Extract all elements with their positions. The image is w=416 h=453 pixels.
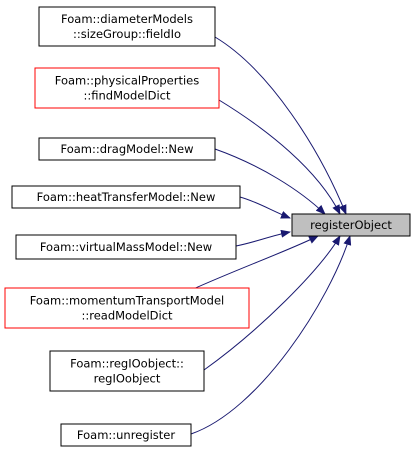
node-label-line: regIOobject	[94, 372, 161, 386]
node-label: registerObject	[310, 218, 392, 232]
edge-1	[214, 36, 347, 215]
node-label-line: ::readModelDict	[81, 309, 173, 323]
caller-node-6[interactable]: Foam::momentumTransportModel::readModelD…	[4, 287, 250, 329]
node-box	[34, 67, 220, 109]
node-box	[15, 234, 237, 260]
node-label-line: Foam::regIOobject::	[70, 357, 184, 371]
node-label-line: Foam::virtualMassModel::New	[40, 240, 212, 254]
edge-4	[239, 196, 291, 219]
node-box	[38, 137, 216, 161]
node-box	[11, 185, 241, 209]
node-label-line: Foam::momentumTransportModel	[30, 294, 225, 308]
node-label-line: Foam::heatTransferModel::New	[37, 190, 216, 204]
node-box	[49, 350, 205, 392]
caller-node-3[interactable]: Foam::dragModel::New	[38, 137, 216, 161]
node-box	[291, 213, 411, 237]
caller-node-4[interactable]: Foam::heatTransferModel::New	[11, 185, 241, 209]
node-box	[60, 423, 192, 447]
caller-node-1[interactable]: Foam::diameterModels::sizeGroup::fieldIo	[38, 6, 216, 47]
edge-7	[203, 235, 341, 371]
caller-node-2[interactable]: Foam::physicalProperties::findModelDict	[34, 67, 220, 109]
edge-2	[218, 99, 341, 215]
edge-3	[214, 148, 326, 215]
node-label-line: ::findModelDict	[84, 89, 171, 103]
node-label-line: ::sizeGroup::fieldIo	[73, 27, 181, 41]
nodes: Foam::diameterModels::sizeGroup::fieldIo…	[4, 6, 411, 447]
node-registerobject[interactable]: registerObject	[291, 213, 411, 237]
edge-8	[190, 235, 352, 435]
edge-5	[235, 229, 291, 247]
edges	[190, 36, 352, 435]
caller-node-5[interactable]: Foam::virtualMassModel::New	[15, 234, 237, 260]
node-label-line: Foam::physicalProperties	[55, 74, 200, 88]
node-box	[38, 6, 216, 47]
node-label-line: Foam::dragModel::New	[61, 142, 194, 156]
node-label-line: Foam::unregister	[77, 428, 175, 442]
node-box	[4, 287, 250, 329]
node-label-line: Foam::diameterModels	[61, 12, 193, 26]
caller-node-8[interactable]: Foam::unregister	[60, 423, 192, 447]
caller-node-7[interactable]: Foam::regIOobject::regIOobject	[49, 350, 205, 392]
edge-6	[190, 235, 319, 291]
